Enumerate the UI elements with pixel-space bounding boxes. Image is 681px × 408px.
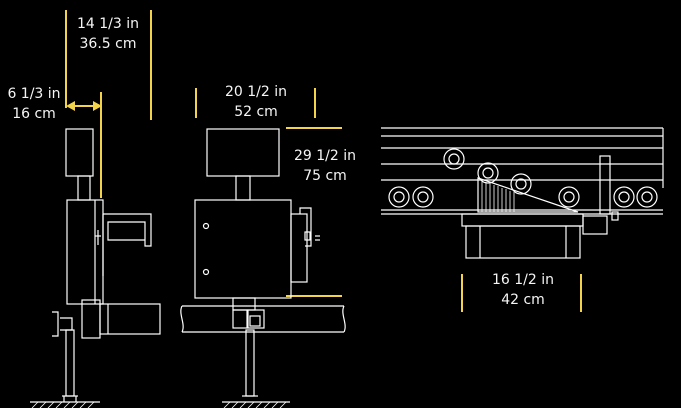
height-dimension-label: 14 1/3 in 36.5 cm <box>70 14 146 54</box>
front-view <box>180 128 346 408</box>
conveyor-drive-roller <box>465 225 581 259</box>
base-metric: 42 cm <box>501 292 545 308</box>
depth-dimension-label: 6 1/3 in 16 cm <box>2 84 66 124</box>
conveyor-rollers-bottom <box>388 186 658 208</box>
front-leg <box>245 329 255 397</box>
depth-arrow <box>66 101 102 111</box>
side-roller-housing <box>81 299 101 339</box>
width-metric: 52 cm <box>234 104 278 120</box>
base-dimension-label: 16 1/2 in 42 cm <box>478 270 568 310</box>
base-imperial: 16 1/2 in <box>491 272 554 288</box>
front-motor-box <box>206 128 280 177</box>
side-motor-shaft <box>77 175 91 201</box>
side-roller <box>99 303 161 335</box>
height-metric: 36.5 cm <box>79 36 137 52</box>
depth-metric: 16 cm <box>12 106 56 122</box>
front-main-body <box>194 199 292 299</box>
hatched-wedge <box>477 177 579 213</box>
width-imperial: 20 1/2 in <box>224 84 287 100</box>
front-base-plate <box>232 297 256 311</box>
span-metric: 75 cm <box>303 168 347 184</box>
conveyor-side-post <box>599 155 611 215</box>
front-bolt-bottom <box>202 268 210 276</box>
height-imperial: 14 1/3 in <box>76 16 139 32</box>
dimension-lines <box>65 10 582 312</box>
span-dimension-label: 29 1/2 in 75 cm <box>284 146 366 186</box>
front-side-plate <box>290 213 308 283</box>
depth-imperial: 6 1/3 in <box>7 86 61 102</box>
width-dimension-label: 20 1/2 in 52 cm <box>208 82 304 122</box>
side-bracket <box>103 213 152 247</box>
span-imperial: 29 1/2 in <box>293 148 356 164</box>
side-motor-box <box>65 128 94 177</box>
side-main-body <box>66 199 104 305</box>
conveyor-view <box>381 127 664 259</box>
side-leg <box>65 329 75 397</box>
front-bolt-top <box>202 222 210 230</box>
side-view <box>30 128 161 408</box>
conveyor-rollers-top <box>443 148 532 195</box>
conveyor-drive-housing <box>461 213 584 227</box>
front-motor-shaft <box>235 175 251 201</box>
